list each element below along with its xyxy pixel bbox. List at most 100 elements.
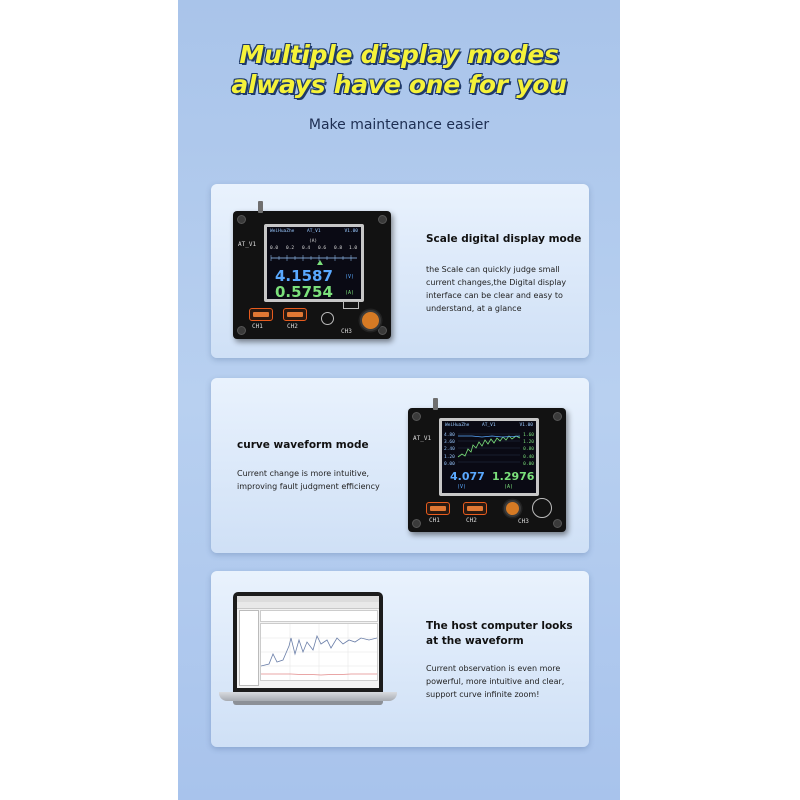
screw — [237, 326, 246, 335]
axis-tick: 4.80 — [444, 433, 455, 438]
screw — [553, 412, 562, 421]
waveform-plot — [457, 433, 521, 463]
axis-tick: 2.40 — [444, 447, 455, 453]
current-value: 1.2976 — [492, 470, 535, 483]
subheadline: Make maintenance easier — [308, 117, 490, 133]
scale-tick: 0.2 — [286, 246, 295, 251]
section-title: curve waveform mode — [237, 439, 369, 451]
lcd-screen: WeiHuaZhe AT_V1 V1.00 (A) 0.0 0.2 0.4 0.… — [264, 224, 364, 302]
port-label-ch1: CH1 — [429, 517, 440, 524]
port-label-ch1: CH1 — [252, 323, 263, 330]
current-unit: (A) — [504, 484, 514, 490]
headline-line-1: Multiple display modes — [239, 40, 559, 69]
screen-version: V1.00 — [344, 229, 358, 234]
axis-tick: 1.60 — [523, 433, 534, 438]
port-label-ch3: CH3 — [341, 328, 352, 335]
ch3-knob — [504, 500, 521, 517]
antenna — [433, 398, 438, 410]
laptop-screen — [233, 592, 383, 692]
headline-line-2: always have one for you — [231, 70, 567, 99]
axis-tick: 0.00 — [444, 461, 455, 467]
software-readout-bar — [260, 610, 378, 622]
lcd-screen: WeiHuaZhe AT_V1 V1.00 4.80 3.60 2.40 1.2… — [439, 418, 539, 496]
voltage-unit: (V) — [457, 484, 467, 490]
current-unit: (A) — [345, 290, 355, 296]
port-label-ch2: CH2 — [287, 323, 298, 330]
section-title-line-2: at the waveform — [426, 635, 524, 647]
body-line: interface can be clear and easy to — [426, 291, 563, 300]
scale-tick: 0.0 — [270, 246, 279, 251]
body-line: Current change is more intuitive, — [237, 469, 370, 478]
body-line: Current observation is even more — [426, 664, 561, 673]
section-title: Scale digital display mode — [426, 233, 582, 245]
axis-tick: 1.20 — [523, 440, 534, 446]
scale-pointer-icon — [317, 260, 323, 265]
voltage-unit: (V) — [345, 274, 355, 280]
screw — [378, 215, 387, 224]
screw — [412, 412, 421, 421]
screw — [237, 215, 246, 224]
current-waveform — [457, 435, 521, 458]
axis-tick: 3.60 — [444, 440, 455, 446]
waveform-grid — [458, 433, 520, 463]
body-line: improving fault judgment efficiency — [237, 482, 380, 491]
host-current-trace — [261, 634, 377, 667]
meter-device-curve: AT_V1 WeiHuaZhe AT_V1 V1.00 4.80 3.60 2.… — [408, 398, 566, 532]
axis-tick: 0.80 — [523, 447, 534, 453]
product-page: Multiple display modes always have one f… — [178, 0, 620, 800]
axis-tick: 0.00 — [523, 461, 534, 467]
host-software-window — [237, 596, 379, 688]
axis-tick: 0.40 — [523, 454, 534, 460]
usb-port-ch1 — [426, 502, 450, 515]
model-label: AT_V1 — [413, 435, 432, 442]
host-waveform — [260, 623, 378, 681]
lcd-header: WeiHuaZhe AT_V1 V1.00 — [442, 421, 536, 430]
body-line: support curve infinite zoom! — [426, 690, 540, 699]
body-line: powerful, more intuitive and clear, — [426, 677, 565, 686]
screw — [412, 519, 421, 528]
software-toolbar — [237, 602, 379, 609]
usb-port-ch2 — [283, 308, 307, 321]
software-sidepanel — [239, 610, 259, 686]
antenna — [258, 201, 263, 213]
body-line: understand, at a glance — [426, 304, 522, 313]
host-voltage-trace — [261, 673, 377, 676]
scale-tick: 0.6 — [318, 246, 327, 251]
lcd-header: WeiHuaZhe AT_V1 V1.00 — [267, 227, 361, 236]
scale-unit: (A) — [309, 239, 318, 244]
toggle-switch[interactable] — [343, 301, 359, 309]
voltage-value: 4.1587 — [275, 267, 333, 285]
host-waveform-grid — [261, 624, 377, 680]
section-title: The host computer looks — [426, 620, 573, 632]
screen-brand: WeiHuaZhe — [270, 229, 295, 234]
laptop-hinge — [233, 701, 383, 705]
ch3-port-ring — [321, 312, 334, 325]
screen-brand: WeiHuaZhe — [445, 423, 470, 428]
adjust-ring[interactable] — [532, 498, 552, 518]
right-axis: 1.60 1.20 0.80 0.40 0.00 — [523, 432, 534, 468]
adjust-knob[interactable] — [360, 310, 381, 331]
scale-tick: 0.4 — [302, 246, 311, 251]
scale-mode-card: AT_V1 WeiHuaZhe AT_V1 V1.00 (A) 0.0 0.2 … — [211, 184, 589, 358]
body-line: current changes,the Digital display — [426, 278, 567, 287]
meter-device-scale: AT_V1 WeiHuaZhe AT_V1 V1.00 (A) 0.0 0.2 … — [233, 201, 391, 339]
port-label-ch3: CH3 — [518, 518, 529, 525]
left-axis: 4.80 3.60 2.40 1.20 0.00 — [444, 432, 455, 468]
laptop-base — [219, 692, 397, 701]
screen-model: AT_V1 — [482, 423, 496, 428]
port-label-ch2: CH2 — [466, 517, 477, 524]
scale-bar — [270, 255, 357, 265]
current-value: 0.5754 — [275, 283, 333, 301]
model-label: AT_V1 — [238, 241, 257, 248]
scale-tick: 1.0 — [349, 246, 358, 251]
screw — [378, 326, 387, 335]
usb-port-ch2 — [463, 502, 487, 515]
body-line: the Scale can quickly judge small — [426, 265, 560, 274]
curve-mode-card: curve waveform mode Current change is mo… — [211, 378, 589, 553]
software-titlebar — [237, 596, 379, 602]
screen-version: V1.00 — [519, 423, 533, 428]
screen-model: AT_V1 — [307, 229, 321, 234]
host-computer-card: The host computer looks at the waveform … — [211, 571, 589, 747]
voltage-waveform — [458, 435, 521, 438]
usb-port-ch1 — [249, 308, 273, 321]
